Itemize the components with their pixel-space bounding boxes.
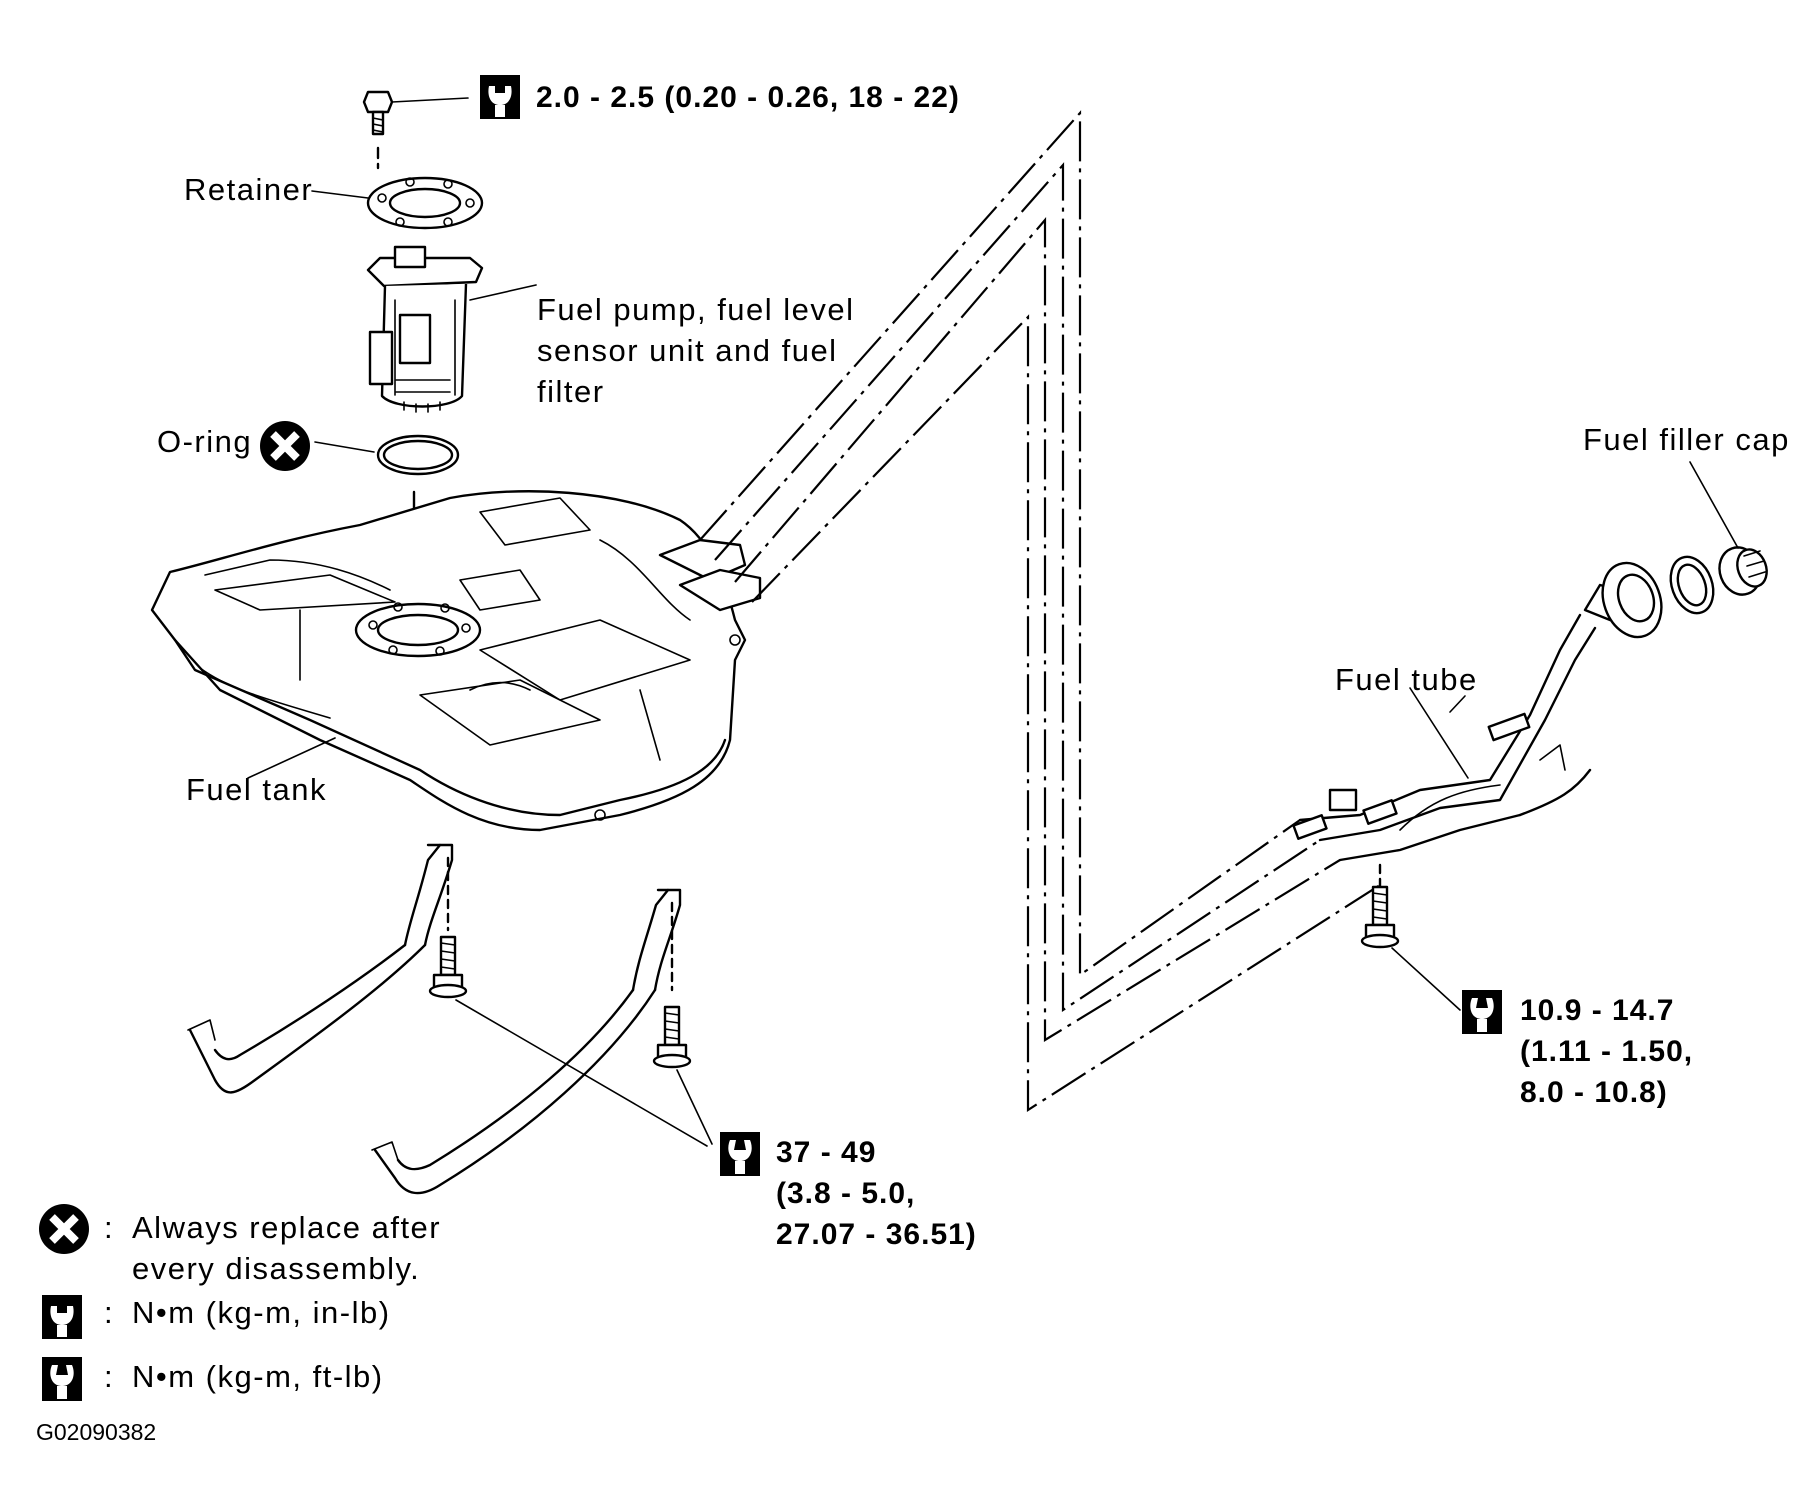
torque-tube-bolt-line-1: 10.9 - 14.7: [1520, 994, 1674, 1027]
legend-ft-lb: N•m (kg-m, ft-lb): [132, 1359, 384, 1394]
torque-strap-bolts-line-2: (3.8 - 5.0,: [776, 1177, 915, 1210]
x-circle-icon: [260, 421, 310, 471]
torque-wrench-ft-lb-icon-strap: [720, 1132, 760, 1176]
legend-separator-1: :: [104, 1210, 114, 1245]
label-fuel-filler-cap: Fuel filler cap: [1583, 422, 1790, 457]
leader-fuel-tube: [1449, 695, 1466, 713]
legend-in-lb: N•m (kg-m, in-lb): [132, 1295, 391, 1330]
label-fuel-pump-line-1: Fuel pump, fuel level: [537, 292, 855, 327]
filler-seal-ring: [1669, 555, 1715, 615]
o-ring: [376, 434, 460, 476]
torque-tube-bolt-line-2: (1.11 - 1.50,: [1520, 1035, 1693, 1068]
phantom-fuel-lines: [699, 110, 1381, 1113]
tank-strap-right: [371, 888, 682, 1195]
retainer-bolt: [362, 90, 394, 136]
leader-o-ring: [314, 441, 375, 453]
leader-fuel-tube-2: [1409, 687, 1469, 779]
label-fuel-tank: Fuel tank: [186, 772, 327, 807]
leader-fuel-tank: [247, 737, 336, 779]
leader-strap-bolt-right: [676, 1069, 713, 1145]
legend-x-circle-icon: [39, 1204, 89, 1254]
legend-replace-line-2: every disassembly.: [132, 1251, 420, 1286]
legend-torque-wrench-in-lb-icon: [42, 1295, 82, 1339]
label-fuel-pump-line-2: sensor unit and fuel: [537, 333, 838, 368]
legend-torque-wrench-ft-lb-icon: [42, 1357, 82, 1401]
leader-tube-bolt: [1391, 947, 1461, 1011]
tank-strap-left: [187, 843, 454, 1094]
label-fuel-pump-line-3: filter: [537, 374, 605, 409]
label-fuel-tube: Fuel tube: [1335, 662, 1478, 697]
torque-tube-bolt-line-3: 8.0 - 10.8): [1520, 1076, 1668, 1109]
retainer-ring: [366, 176, 484, 230]
strap-bolt-left: [428, 935, 468, 999]
figure-code: G02090382: [36, 1419, 156, 1445]
torque-wrench-in-lb-icon: [480, 75, 520, 119]
label-o-ring: O-ring: [157, 424, 252, 459]
legend: : Always replace after every disassembly…: [39, 1204, 441, 1401]
leader-filler-cap: [1689, 461, 1739, 549]
legend-separator-3: :: [104, 1359, 114, 1394]
leader-strap-bolt-left: [455, 999, 708, 1147]
fuel-tube: [1292, 613, 1597, 862]
torque-strap-bolts-line-3: 27.07 - 36.51): [776, 1218, 977, 1251]
torque-strap-bolts-line-1: 37 - 49: [776, 1136, 876, 1169]
tube-bolt: [1360, 885, 1400, 949]
leader-retainer: [311, 190, 369, 199]
torque-retainer-bolt: 2.0 - 2.5 (0.20 - 0.26, 18 - 22): [536, 81, 960, 114]
legend-separator-2: :: [104, 1295, 114, 1330]
leader-fuel-pump: [469, 284, 537, 301]
legend-replace-line-1: Always replace after: [132, 1210, 441, 1245]
strap-bolt-right: [652, 1005, 692, 1069]
fuel-pump-module: [366, 245, 484, 413]
leader-retainer-torque: [391, 97, 469, 103]
filler-neck: [1583, 561, 1663, 639]
fuel-filler-cap-part: [1718, 546, 1768, 596]
label-retainer: Retainer: [184, 172, 313, 207]
torque-wrench-ft-lb-icon-tube: [1462, 990, 1502, 1034]
